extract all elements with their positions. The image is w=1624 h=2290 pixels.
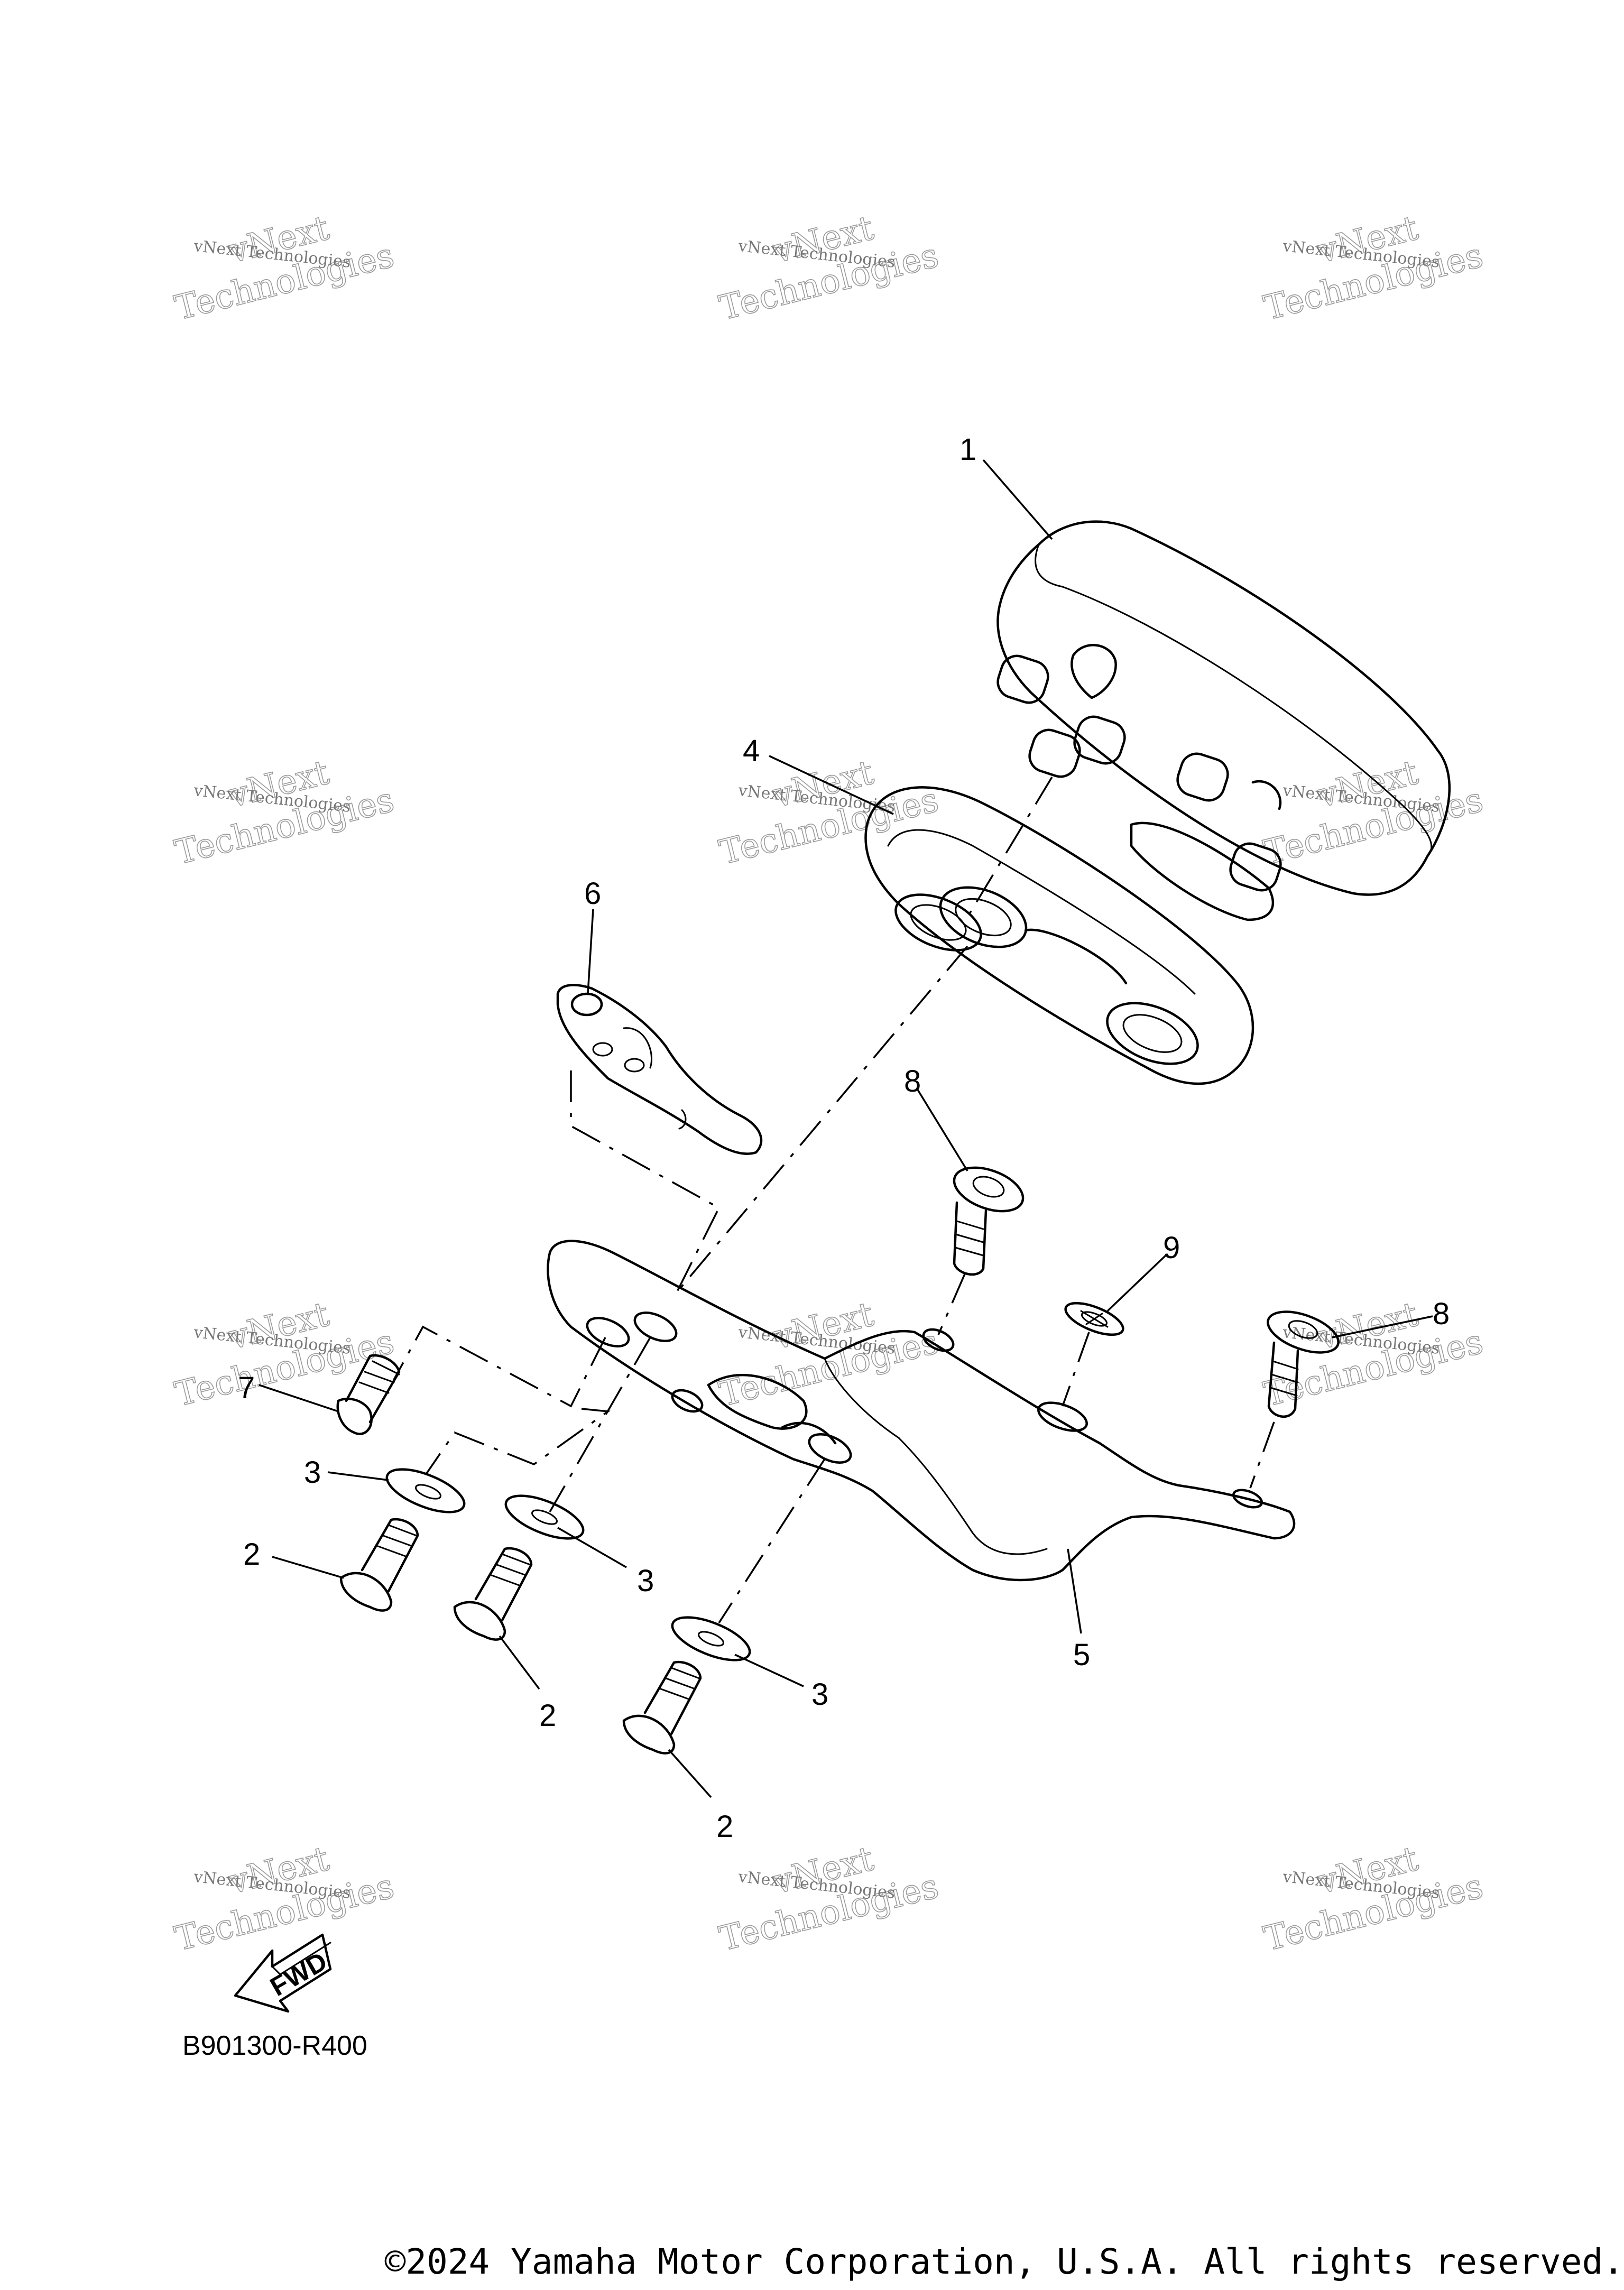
callout-labels: 1 4 6 8 9 8 7 3 2 3 2 3 2 5 — [238, 432, 1450, 1844]
watermark: Technologies vNext vNext Technologies — [171, 1839, 398, 1960]
callout-4: 4 — [743, 734, 760, 768]
callout-3-b: 3 — [637, 1564, 654, 1598]
screw-8-upper — [953, 1166, 1025, 1276]
callout-1: 1 — [959, 432, 976, 467]
watermark: Technologies vNext vNext Technologies — [715, 1839, 943, 1960]
watermark: Technologies vNext vNext Technologies — [1260, 208, 1487, 329]
leader-lines — [259, 459, 1433, 1798]
reference-code: B901300-R400 — [182, 2030, 367, 2061]
damper-plate — [864, 786, 1254, 1085]
callout-5: 5 — [1073, 1638, 1090, 1672]
callout-6: 6 — [584, 876, 601, 911]
washer-3-c — [671, 1616, 751, 1661]
watermark: Technologies vNext vNext Technologies — [715, 208, 943, 329]
fwd-label: FWD — [265, 1946, 333, 2001]
callout-2-a: 2 — [243, 1537, 260, 1572]
callout-8-right: 8 — [1433, 1297, 1450, 1331]
main-bracket — [547, 1240, 1296, 1582]
callout-3-a: 3 — [304, 1455, 321, 1490]
nut-9 — [1064, 1301, 1124, 1336]
watermark: Technologies vNext vNext Technologies — [171, 208, 398, 329]
copyright-notice: ©2024 Yamaha Motor Corporation, U.S.A. A… — [384, 2241, 1624, 2282]
watermark: Technologies vNext vNext Technologies — [171, 753, 398, 873]
callout-7: 7 — [238, 1371, 255, 1405]
watermark-group: Technologies vNext vNext Technologies Te… — [171, 208, 1487, 1960]
meter-assembly — [996, 520, 1451, 921]
callout-9: 9 — [1163, 1231, 1180, 1265]
bolt-2-c — [622, 1660, 702, 1755]
washer-3-b — [504, 1494, 585, 1540]
washer-3-a — [385, 1468, 466, 1513]
assembly-lines — [393, 777, 1275, 1623]
watermark: Technologies vNext vNext Technologies — [715, 753, 943, 873]
watermark: Technologies vNext vNext Technologies — [171, 1295, 398, 1415]
callout-8-upper: 8 — [904, 1064, 921, 1098]
watermark: Technologies vNext vNext Technologies — [1260, 753, 1487, 873]
screw-8-right — [1267, 1310, 1340, 1418]
callout-2-b: 2 — [539, 1698, 556, 1733]
bolt-2-b — [453, 1547, 533, 1641]
callout-3-c: 3 — [811, 1677, 828, 1712]
watermark: Technologies vNext vNext Technologies — [715, 1295, 943, 1415]
watermark: Technologies vNext vNext Technologies — [1260, 1839, 1487, 1960]
fwd-arrow-icon: FWD — [234, 1933, 333, 2013]
bolt-2-a — [339, 1518, 419, 1612]
callout-2-c: 2 — [716, 1809, 733, 1844]
clip-bracket — [556, 984, 763, 1155]
